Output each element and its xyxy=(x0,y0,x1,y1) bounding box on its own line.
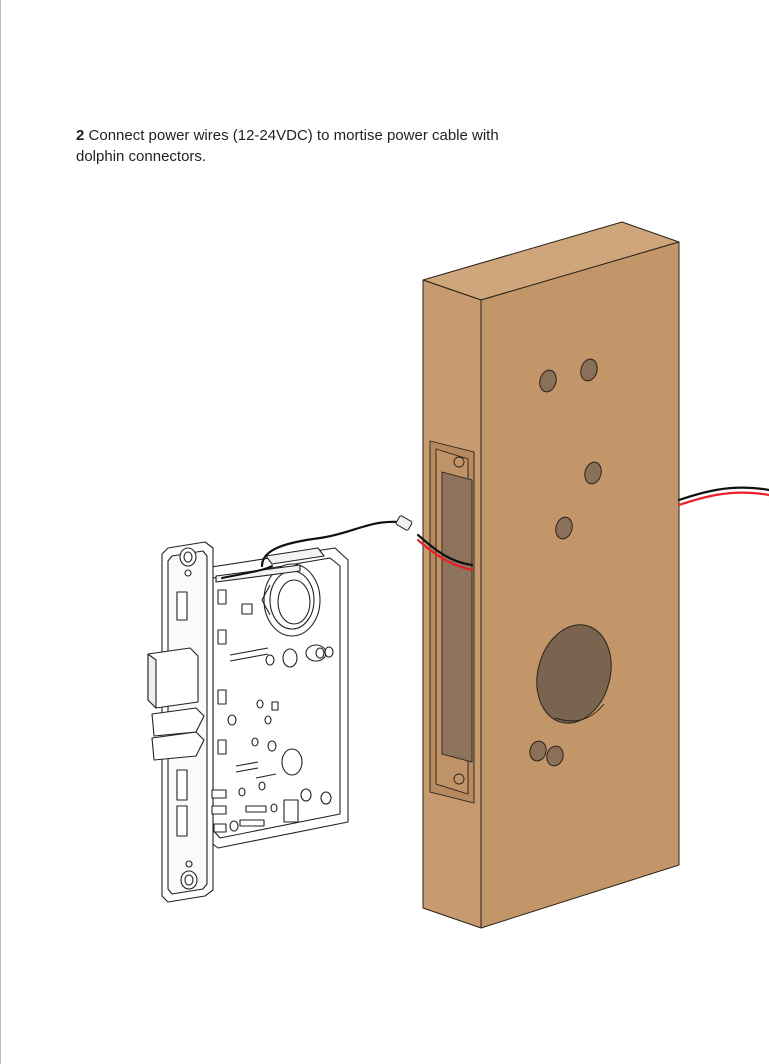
step-text: Connect power wires (12-24VDC) to mortis… xyxy=(76,127,499,165)
mortise-lock xyxy=(147,541,349,903)
mortise-power-cable xyxy=(221,515,413,579)
step-number: 2 xyxy=(76,127,85,144)
mortise-pocket xyxy=(441,471,473,763)
page-border xyxy=(0,0,1,1064)
faceplate-recess xyxy=(429,440,475,804)
door-holes xyxy=(529,358,612,767)
wire-right xyxy=(677,486,769,507)
cylinder-bore xyxy=(536,624,612,724)
step-instruction: 2 Connect power wires (12-24VDC) to mort… xyxy=(76,125,536,167)
door-face xyxy=(480,241,680,929)
wire-to-door xyxy=(416,533,474,572)
dolphin-connector xyxy=(395,515,413,531)
